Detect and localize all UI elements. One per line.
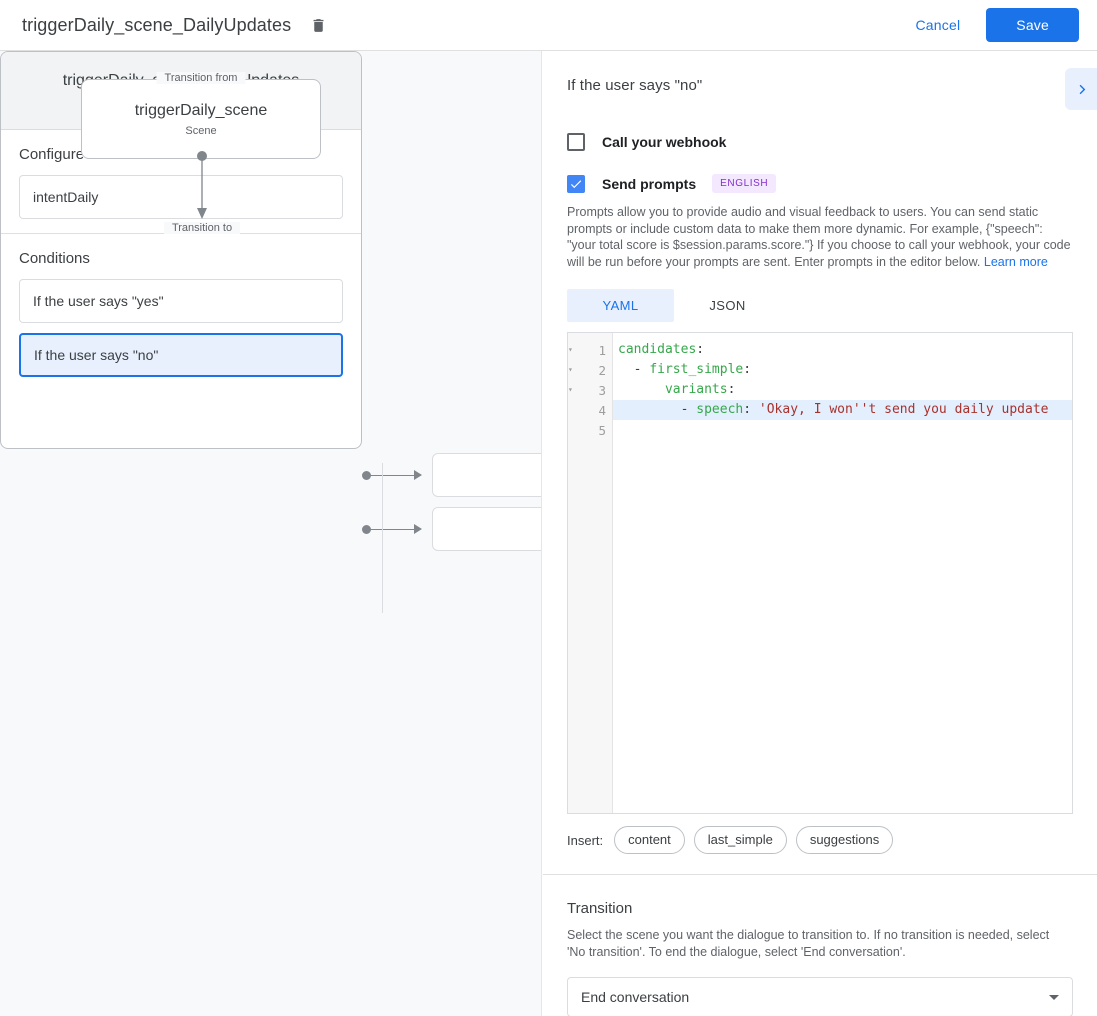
edge-arrow-no	[414, 524, 422, 534]
tab-json[interactable]: JSON	[709, 298, 746, 313]
gutter-line: 4	[568, 400, 612, 420]
gutter-line: 5	[568, 420, 612, 440]
transition-from-node[interactable]: Transition from triggerDaily_scene Scene	[81, 72, 321, 159]
panel-header: If the user says "no"	[543, 51, 1097, 110]
panel-body: Call your webhook Send prompts ENGLISH P…	[543, 133, 1097, 1016]
editor-code-area[interactable]: candidates: - first_simple: variants: - …	[613, 333, 1072, 813]
send-prompts-row[interactable]: Send prompts ENGLISH	[567, 174, 1073, 193]
line-number: 3	[598, 382, 606, 398]
target-node-no[interactable]	[432, 507, 541, 551]
insert-chip-content[interactable]: content	[614, 826, 685, 854]
prompts-description-text: Prompts allow you to provide audio and v…	[567, 205, 1071, 269]
edge-line-no	[370, 529, 415, 530]
send-prompts-label: Send prompts	[602, 175, 697, 192]
transition-select-value: End conversation	[581, 989, 690, 1005]
configure-intent-section: Configure intent intentDaily	[1, 130, 361, 233]
transition-from-legend: Transition from	[156, 72, 246, 84]
chevron-right-icon[interactable]	[1065, 68, 1097, 110]
language-badge: ENGLISH	[712, 174, 777, 193]
fold-arrow-icon[interactable]: ▾	[568, 345, 573, 354]
save-button[interactable]: Save	[986, 8, 1079, 42]
line-number: 5	[598, 422, 606, 438]
detail-panel: If the user says "no" Call your webhook …	[543, 51, 1097, 1016]
condition-item-no[interactable]: If the user says "no"	[19, 333, 343, 377]
editor-gutter: ▾1 ▾2 ▾3 4 5	[568, 333, 613, 813]
code-line: - first_simple:	[633, 362, 752, 377]
transition-select[interactable]: End conversation	[567, 977, 1073, 1016]
edge-dot-no	[362, 525, 371, 534]
gutter-line: ▾1	[568, 340, 612, 360]
webhook-checkbox[interactable]	[567, 133, 585, 151]
gutter-line: ▾3	[568, 380, 612, 400]
code-line	[613, 420, 1072, 440]
chevron-down-icon	[1049, 994, 1059, 1000]
transition-heading: Transition	[567, 900, 633, 917]
insert-chip-suggestions[interactable]: suggestions	[795, 826, 894, 854]
condition-item-yes[interactable]: If the user says "yes"	[19, 279, 343, 323]
insert-label: Insert:	[567, 832, 604, 848]
from-node-title: triggerDaily_scene	[134, 102, 268, 119]
conditions-section: Conditions If the user says "yes" If the…	[1, 233, 361, 401]
webhook-row[interactable]: Call your webhook	[567, 133, 1073, 151]
editor-format-tabs: YAML JSON	[567, 289, 1073, 322]
canvas-divider	[382, 463, 383, 613]
scene-graph-canvas: Transition from triggerDaily_scene Scene…	[0, 51, 542, 1016]
page-title: triggerDaily_scene_DailyUpdates	[22, 14, 292, 35]
section-divider	[543, 874, 1097, 875]
line-number: 2	[598, 362, 606, 378]
gutter-line: ▾2	[568, 360, 612, 380]
conditions-heading: Conditions	[19, 250, 90, 267]
target-node-yes[interactable]	[432, 453, 541, 497]
top-bar-actions: Cancel Save	[904, 8, 1079, 42]
insert-chips-row: Insert: content last_simple suggestions	[567, 826, 1073, 854]
prompts-description: Prompts allow you to provide audio and v…	[567, 204, 1073, 270]
insert-chip-last-simple[interactable]: last_simple	[693, 826, 787, 854]
edge-arrow-yes	[414, 470, 422, 480]
line-number: 4	[598, 402, 606, 418]
trash-icon[interactable]	[305, 12, 331, 38]
prompt-code-editor[interactable]: ▾1 ▾2 ▾3 4 5 candidates: - first_simple:…	[567, 332, 1073, 814]
from-node-subtitle: Scene	[185, 125, 217, 137]
edge-from-to	[197, 151, 207, 219]
fold-arrow-icon[interactable]: ▾	[568, 385, 573, 394]
fold-arrow-icon[interactable]: ▾	[568, 365, 573, 374]
tab-yaml[interactable]: YAML	[567, 289, 674, 322]
edge-dot-yes	[362, 471, 371, 480]
learn-more-link[interactable]: Learn more	[983, 254, 1048, 269]
top-app-bar: triggerDaily_scene_DailyUpdates Cancel S…	[0, 0, 1097, 51]
panel-title: If the user says "no"	[567, 77, 703, 94]
send-prompts-checkbox[interactable]	[567, 174, 585, 193]
line-number: 1	[598, 342, 606, 358]
edge-line-yes	[370, 475, 415, 476]
webhook-label: Call your webhook	[602, 134, 727, 150]
cancel-button[interactable]: Cancel	[904, 9, 973, 41]
intent-field[interactable]: intentDaily	[19, 175, 343, 219]
code-line: - speech: 'Okay, I won''t send you daily…	[613, 400, 1072, 420]
code-line: candidates:	[618, 342, 705, 357]
code-line: variants:	[664, 382, 736, 397]
transition-description: Select the scene you want the dialogue t…	[567, 928, 1050, 959]
